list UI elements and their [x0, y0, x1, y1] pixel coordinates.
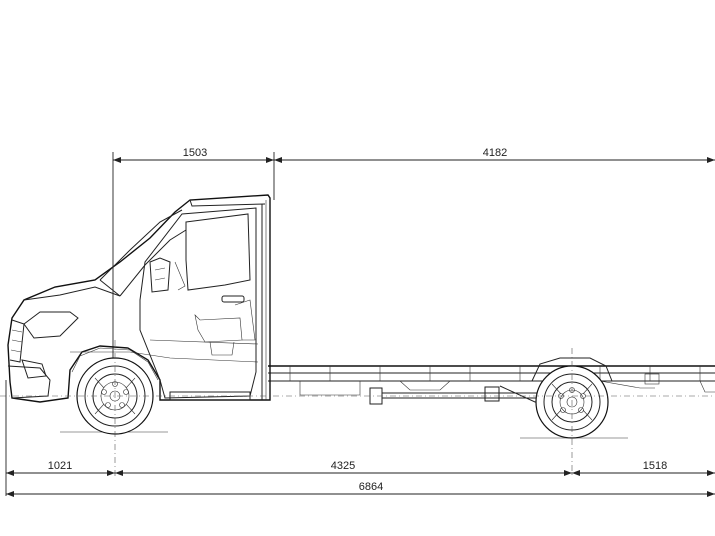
cab-body [7, 194, 271, 403]
dimension-rear-overhang: 1518 [643, 460, 667, 472]
arrow-head [113, 157, 121, 163]
arrow-head [707, 491, 715, 497]
arrow-head [115, 470, 123, 476]
overall-dimension-line: 6864 [6, 481, 715, 497]
top-dimension-line: 1503 4182 [112, 147, 715, 420]
arrow-head [6, 491, 14, 497]
drive-shaft [299, 373, 715, 405]
arrow-head [707, 157, 715, 163]
arrow-head [107, 470, 115, 476]
arrow-head [266, 157, 274, 163]
dimension-wheelbase: 4325 [331, 460, 355, 472]
dimension-front-overhang: 1021 [48, 460, 72, 472]
dimension-cab-length: 1503 [183, 147, 207, 159]
arrow-head [707, 470, 715, 476]
dimension-body-length: 4182 [483, 147, 507, 159]
arrow-head [6, 470, 14, 476]
bottom-dimension-line: 1021 4325 1518 [5, 380, 715, 496]
chassis-frame [268, 365, 715, 382]
arrow-head [564, 470, 572, 476]
arrow-head [274, 157, 282, 163]
dimension-overall-length: 6864 [359, 481, 383, 493]
arrow-head [572, 470, 580, 476]
